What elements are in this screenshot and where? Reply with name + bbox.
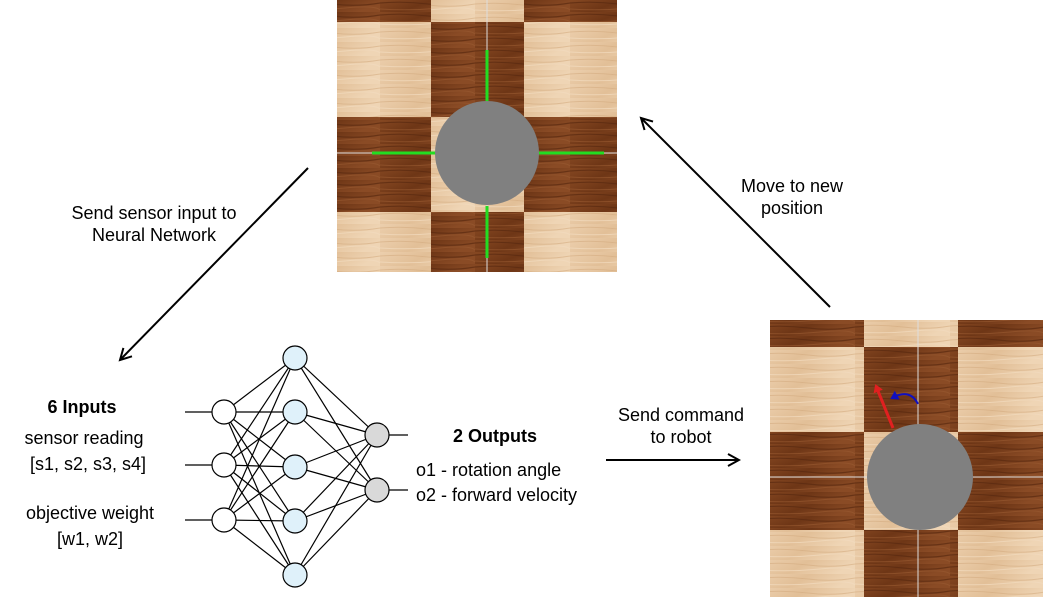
output-node — [364, 477, 390, 503]
right-board-square — [958, 320, 1043, 347]
send-command-label: Send command to robot — [596, 404, 766, 448]
right-board-square — [770, 320, 864, 347]
hidden-node — [282, 399, 308, 425]
heading-arrow — [873, 384, 895, 429]
top-board-square — [524, 117, 617, 212]
inputs-title: 6 Inputs — [47, 397, 117, 417]
arrow-to-top-board — [641, 118, 831, 308]
hidden-node — [282, 562, 308, 588]
top-robot-board — [337, 0, 617, 272]
output-node — [364, 422, 390, 448]
move-line2: position — [760, 198, 824, 218]
network-edge — [223, 357, 296, 521]
network-edge — [294, 434, 378, 468]
top-board-square — [431, 22, 524, 117]
top-board-square — [524, 0, 617, 22]
rotation-arrow — [890, 390, 919, 405]
right-board-square — [958, 347, 1043, 432]
network-edge — [223, 466, 296, 521]
right-board-square — [864, 320, 958, 347]
network-edge — [294, 434, 378, 576]
top-board-square — [524, 212, 617, 272]
network-edge — [223, 357, 296, 466]
network-edge — [223, 357, 296, 413]
right-board-square — [864, 530, 958, 597]
send-sensor-line1: Send sensor input to — [71, 203, 237, 223]
arrow-to-network — [120, 167, 309, 360]
top-board-square — [337, 22, 431, 117]
right-board-square — [770, 530, 864, 597]
send-sensor-label: Send sensor input to Neural Network — [38, 202, 270, 246]
right-board-square — [770, 432, 864, 530]
input-node — [211, 399, 237, 425]
send-sensor-line2: Neural Network — [91, 225, 217, 245]
input-node — [211, 507, 237, 533]
network-edge — [294, 357, 378, 436]
outputs-title: 2 Outputs — [453, 426, 537, 446]
network-edge — [223, 519, 296, 576]
top-board-square — [337, 0, 431, 22]
network-edge — [294, 411, 378, 436]
hidden-node — [282, 508, 308, 534]
network-edge — [294, 489, 378, 576]
hidden-node — [282, 454, 308, 480]
neural-network — [185, 345, 408, 588]
send-command-line2: to robot — [650, 427, 712, 447]
objective-values-label: [w1, w2] — [56, 529, 124, 549]
top-board-square — [337, 117, 431, 212]
network-edge — [294, 434, 378, 522]
send-command-line1: Send command — [617, 405, 745, 425]
top-board-square — [431, 212, 524, 272]
top-board-square — [524, 22, 617, 117]
top-board-square — [337, 212, 431, 272]
top-robot-body — [435, 101, 539, 205]
network-connections — [185, 357, 408, 576]
sensor-values-label: [s1, s2, s3, s4] — [29, 454, 147, 474]
right-robot-board — [770, 320, 1043, 597]
input-node — [211, 452, 237, 478]
move-label: Move to new position — [712, 175, 872, 219]
network-edge — [223, 411, 296, 521]
output1-label: o1 - rotation angle — [416, 460, 562, 480]
objective-weight-label: objective weight — [25, 503, 155, 523]
move-line1: Move to new — [740, 176, 844, 196]
right-robot-body — [867, 424, 973, 530]
hidden-node — [282, 345, 308, 371]
top-board-square — [431, 0, 524, 22]
sensor-reading-label: sensor reading — [24, 428, 144, 448]
right-board-square — [958, 530, 1043, 597]
output2-label: o2 - forward velocity — [416, 485, 578, 505]
right-board-square — [770, 347, 864, 432]
